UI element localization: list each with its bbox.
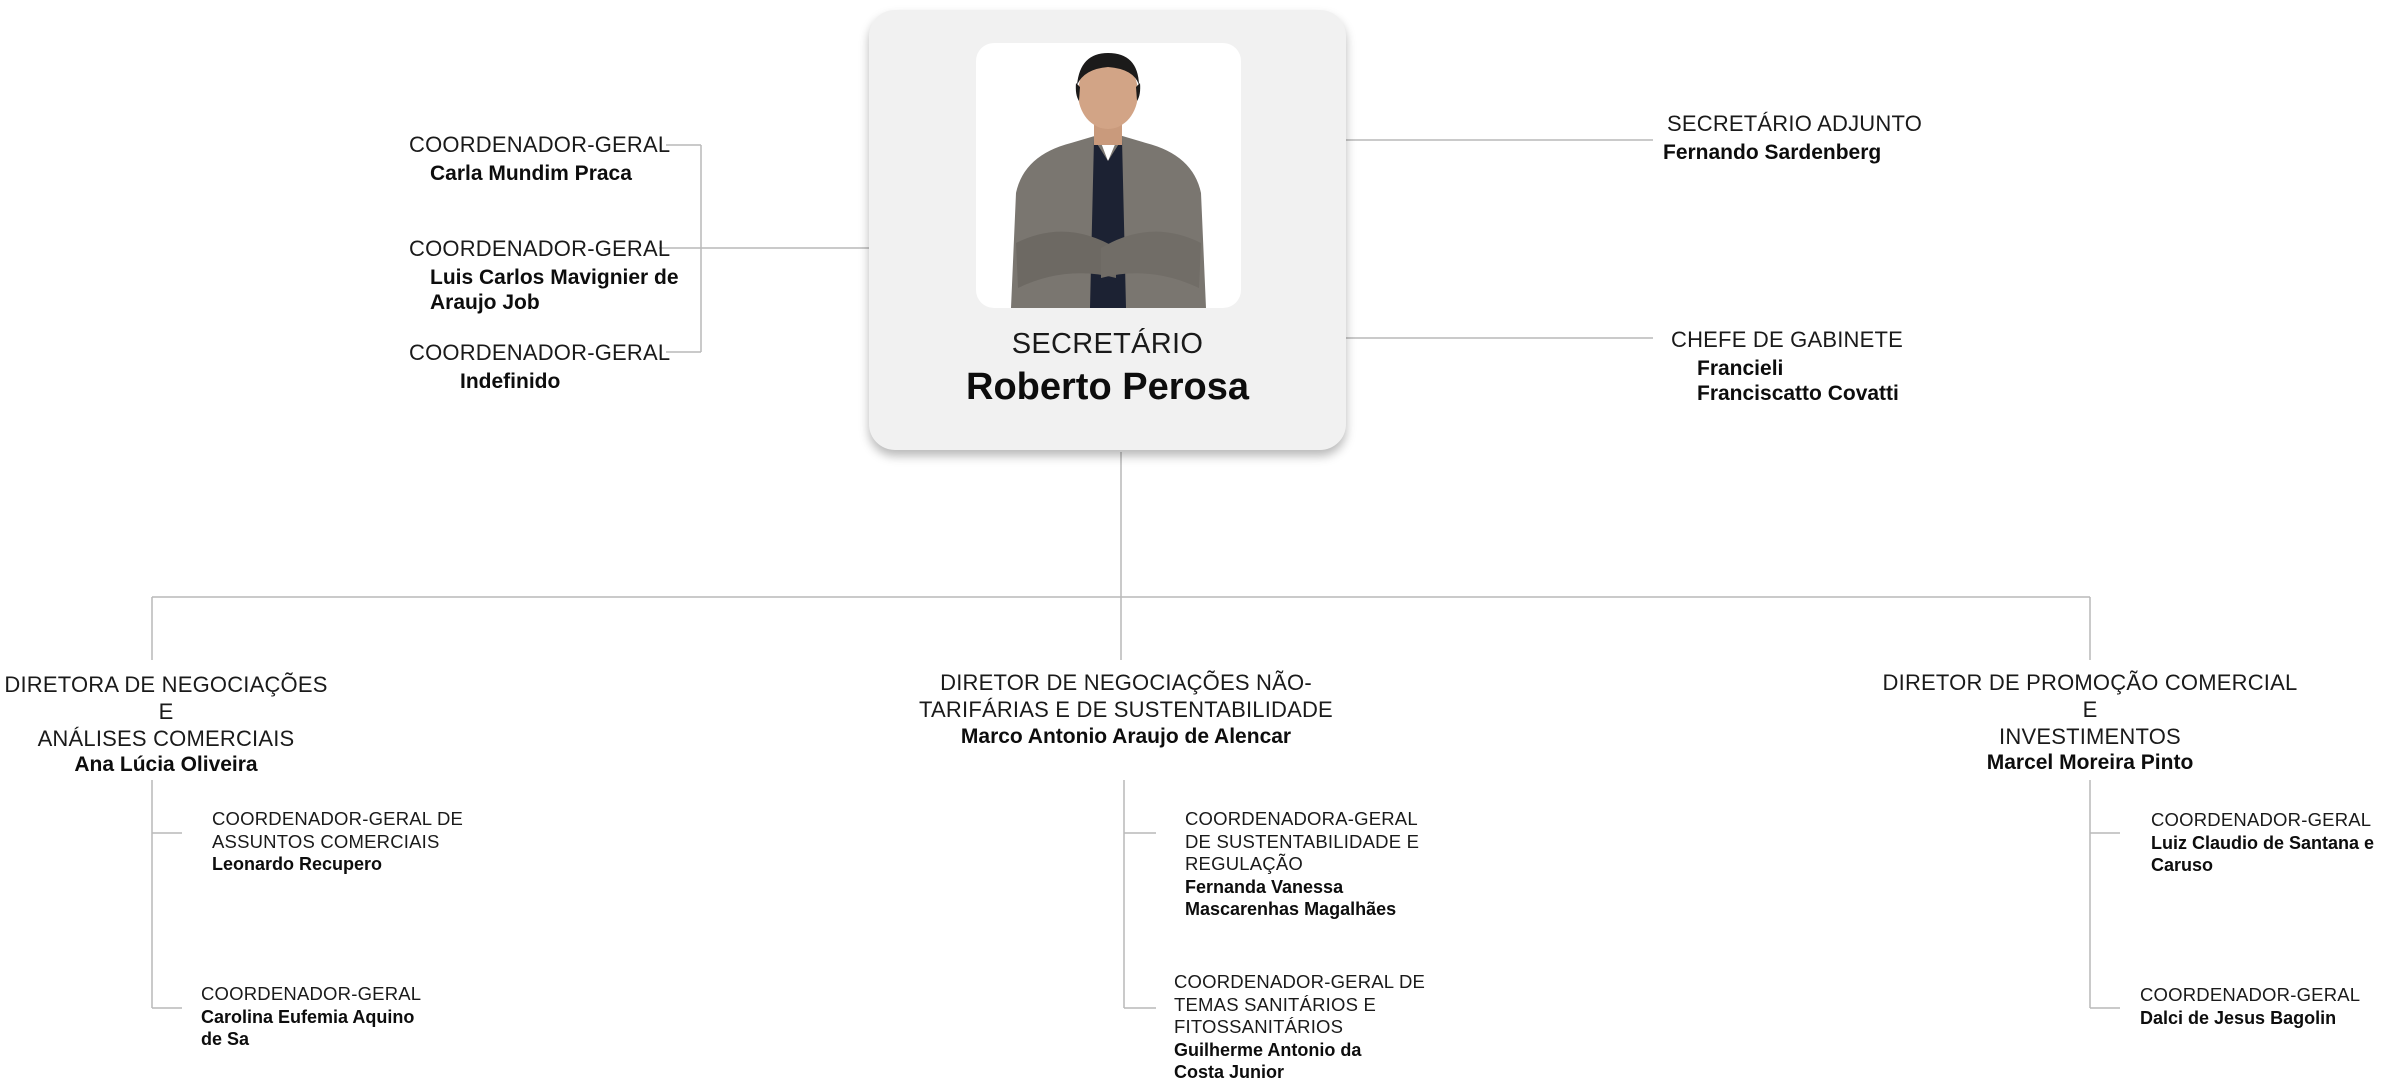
secretary-role: SECRETÁRIO xyxy=(1011,328,1204,360)
coordinator-role-line-1: COORDENADOR-GERAL DE xyxy=(1174,971,1426,992)
coordinator-role-line-1: COORDENADOR-GERAL xyxy=(2151,809,2372,830)
coordinator-role-line-2: DE SUSTENTABILIDADE E xyxy=(1185,830,1420,852)
coordinator-name: Luis Carlos Mavignier de Araujo Job xyxy=(430,265,679,315)
director-1-coordinator-2: COORDENADOR-GERAL Carolina Eufemia Aquin… xyxy=(201,983,421,1051)
left-coordinator-2: COORDENADOR-GERAL Luis Carlos Mavignier … xyxy=(409,236,699,316)
coordinator-name: Leonardo Recupero xyxy=(212,854,383,875)
coordinator-role-line-1: COORDENADOR-GERAL xyxy=(201,983,422,1004)
left-coordinator-3: COORDENADOR-GERAL Indefinido xyxy=(409,340,670,394)
director-name: Ana Lúcia Oliveira xyxy=(74,753,258,777)
secretary-card: SECRETÁRIO Roberto Perosa xyxy=(869,10,1346,450)
coordinator-role: COORDENADOR-GERAL xyxy=(409,132,671,157)
coordinator-role-line-1: COORDENADOR-GERAL DE xyxy=(212,808,464,829)
coordinator-name-line-1: Carolina Eufemia Aquino xyxy=(201,1006,415,1027)
director-role-line-1: DIRETOR DE NEGOCIAÇÕES NÃO- xyxy=(940,670,1312,695)
coordinator-role-line-1: COORDENADOR-GERAL xyxy=(2140,984,2361,1005)
director-3: DIRETOR DE PROMOÇÃO COMERCIAL E INVESTIM… xyxy=(1880,670,2300,776)
director-3-coordinator-2: COORDENADOR-GERAL Dalci de Jesus Bagolin xyxy=(2140,984,2360,1029)
deputy-secretary: SECRETÁRIO ADJUNTO Fernando Sardenberg xyxy=(1663,111,1922,165)
chief-of-staff-name-line-1: Francieli xyxy=(1697,356,1784,380)
secretary-photo xyxy=(976,43,1241,308)
coordinator-name-line-2: Caruso xyxy=(2151,855,2214,876)
coordinator-name: Carla Mundim Praca xyxy=(430,161,632,185)
director-1: DIRETORA DE NEGOCIAÇÕES E ANÁLISES COMER… xyxy=(0,672,332,778)
coordinator-role: COORDENADOR-GERAL xyxy=(409,340,671,365)
director-role-line-2: TARIFÁRIAS E DE SUSTENTABILIDADE xyxy=(919,696,1333,722)
coordinator-name: Indefinido xyxy=(460,369,561,393)
coordinator-name-line-2: de Sa xyxy=(201,1029,250,1050)
coordinator-name-line-1: Fernanda Vanessa xyxy=(1185,876,1344,897)
director-2: DIRETOR DE NEGOCIAÇÕES NÃO- TARIFÁRIAS E… xyxy=(906,670,1346,749)
coordinator-role-line-2: TEMAS SANITÁRIOS E xyxy=(1174,993,1376,1015)
chief-of-staff: CHEFE DE GABINETE Francieli Franciscatto… xyxy=(1671,327,1903,407)
coordinator-role-line-3: FITOSSANITÁRIOS xyxy=(1174,1016,1344,1038)
director-3-coordinator-1: COORDENADOR-GERAL Luiz Claudio de Santan… xyxy=(2151,809,2374,877)
chief-of-staff-role: CHEFE DE GABINETE xyxy=(1671,327,1903,352)
coordinator-name-line-2: Costa Junior xyxy=(1174,1062,1285,1083)
coordinator-role-line-1: COORDENADORA-GERAL xyxy=(1185,808,1418,829)
director-2-coordinator-2: COORDENADOR-GERAL DE TEMAS SANITÁRIOS E … xyxy=(1174,971,1425,1084)
coordinator-name-line-1: Guilherme Antonio da xyxy=(1174,1039,1362,1060)
director-role-line-1: DIRETORA DE NEGOCIAÇÕES E xyxy=(4,672,328,724)
deputy-name: Fernando Sardenberg xyxy=(1663,140,1882,164)
director-name: Marcel Moreira Pinto xyxy=(1986,751,2194,775)
left-coordinator-1: COORDENADOR-GERAL Carla Mundim Praca xyxy=(409,132,670,186)
coordinator-name-line-1: Dalci de Jesus Bagolin xyxy=(2140,1007,2337,1028)
director-role-line-2: INVESTIMENTOS xyxy=(1999,723,2181,749)
coordinator-role: COORDENADOR-GERAL xyxy=(409,236,671,261)
director-1-coordinator-1: COORDENADOR-GERAL DE ASSUNTOS COMERCIAIS… xyxy=(212,808,463,876)
deputy-role: SECRETÁRIO ADJUNTO xyxy=(1667,111,1923,136)
coordinator-name-line-1: Luiz Claudio de Santana e xyxy=(2151,832,2375,853)
coordinator-role-line-2: ASSUNTOS COMERCIAIS xyxy=(212,830,440,852)
director-role-line-1: DIRETOR DE PROMOÇÃO COMERCIAL E xyxy=(1882,670,2298,722)
secretary-name: Roberto Perosa xyxy=(966,366,1249,408)
coordinator-name-line-2: Mascarenhas Magalhães xyxy=(1185,899,1397,920)
chief-of-staff-name-line-2: Franciscatto Covatti xyxy=(1697,382,1899,406)
coordinator-role-line-3: REGULAÇÃO xyxy=(1185,853,1303,875)
director-name: Marco Antonio Araujo de Alencar xyxy=(960,724,1292,748)
director-role-line-2: ANÁLISES COMERCIAIS xyxy=(37,725,295,751)
director-2-coordinator-1: COORDENADORA-GERAL DE SUSTENTABILIDADE E… xyxy=(1185,808,1419,921)
